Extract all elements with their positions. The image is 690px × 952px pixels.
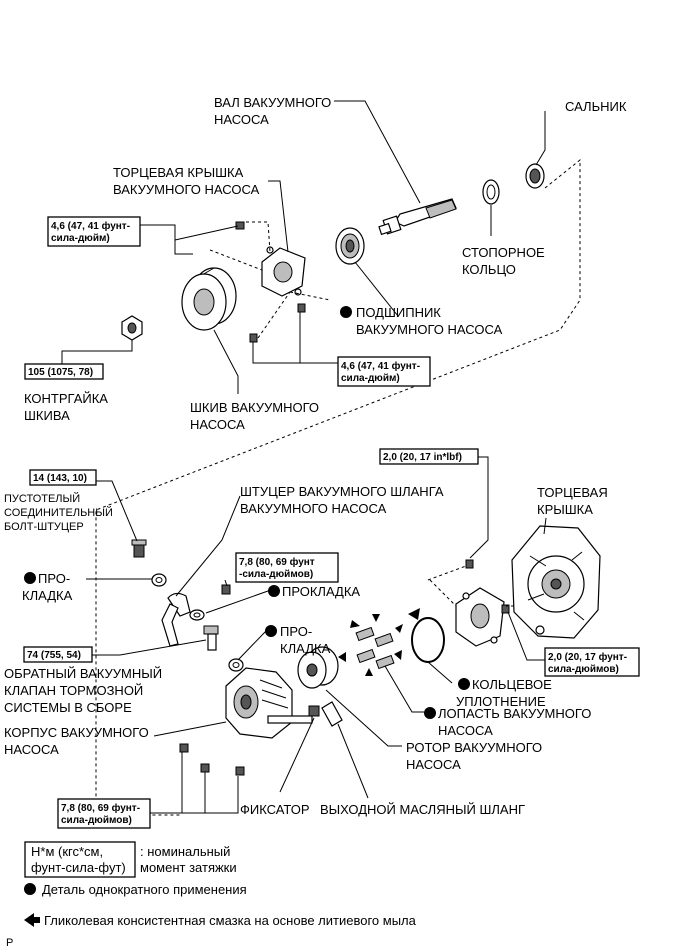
single-use-dot-icon [24,883,36,895]
svg-text:4,6 (47, 41 фунт-сила-дюйм): 4,6 (47, 41 фунт-сила-дюйм) [341,360,420,384]
svg-text:2,0 (20, 17 фунт-сила-дюймов): 2,0 (20, 17 фунт-сила-дюймов) [548,651,627,675]
pulley-nut [121,315,143,341]
svg-text:Гликолевая консистентная смазк: Гликолевая консистентная смазка на основ… [44,913,417,928]
single-use-dot-icon [24,572,36,584]
end-cover-plate [455,587,505,647]
hollow-union-bolt [131,539,147,558]
svg-text:2,0 (20, 17 in*lbf): 2,0 (20, 17 in*lbf) [383,452,462,463]
gasket-3 [228,658,244,672]
svg-text:Деталь однократного применения: Деталь однократного применения [42,882,247,897]
svg-text:4,6 (47, 41 фунт-сила-дюйм): 4,6 (47, 41 фунт-сила-дюйм) [51,220,130,244]
oil-seal [525,163,545,189]
gasket-2 [189,609,205,621]
pump-end-cover-top [261,246,306,297]
svg-text:7,8 (80, 69 фунт-сила-дюймов): 7,8 (80, 69 фунт-сила-дюймов) [239,556,315,580]
svg-text:Н*м (кгс*см,фунт-сила-фут): Н*м (кгс*см,фунт-сила-фут) [31,844,126,875]
bolt-icon [465,559,510,614]
torque-box-t3: 105 (1075, 78) [24,363,104,380]
corner-mark: P [6,937,13,949]
vacuum-pump-bearing [335,227,365,265]
svg-text:105 (1075, 78): 105 (1075, 78) [28,367,93,378]
vacuum-hose-union [161,592,191,647]
snap-ring [482,179,500,205]
o-ring [411,617,445,663]
label-gasket-2: ПРОКЛАДКА [282,584,360,599]
label-oil-seal: САЛЬНИК [565,99,627,114]
torque-box-t4: 14 (143, 10) [29,469,97,486]
single-use-dot-icon [458,678,470,690]
vacuum-pump-pulley [181,267,237,331]
grease-arrow-icon [338,608,420,676]
bolt-icon [179,743,245,776]
gasket-1 [151,573,167,587]
retainer [308,705,320,717]
legend-torque-units: Н*м (кгс*см,фунт-сила-фут) : номинальный… [24,841,237,878]
torque-box-t7: 2,0 (20, 17 in*lbf) [379,448,479,465]
svg-text:14 (143, 10): 14 (143, 10) [33,473,87,484]
single-use-dot-icon [424,707,436,719]
single-use-dot-icon [340,306,352,318]
vacuum-pump-rotor [297,646,339,689]
torque-box-t5: 7,8 (80, 69 фунт-сила-дюймов) [235,552,339,583]
label-retainer: ФИКСАТОР [240,802,310,817]
legend-grease: Гликолевая консистентная смазка на основ… [24,913,417,928]
torque-box-t8: 2,0 (20, 17 фунт-сила-дюймов) [544,647,640,677]
label-gasket-3: ПРО-КЛАДКА [280,624,331,656]
single-use-dot-icon [265,625,277,637]
torque-box-t1: 4,6 (47, 41 фунт-сила-дюйм) [47,216,141,247]
single-use-dot-icon [268,585,280,597]
check-valve [203,625,219,651]
label-oil-hose: ВЫХОДНОЙ МАСЛЯНЫЙ ШЛАНГ [320,802,525,817]
vacuum-pump-housing [225,667,313,739]
svg-text:74 (755, 54): 74 (755, 54) [27,650,81,661]
torque-box-t9: 7,8 (80, 69 фунт-сила-дюймов) [57,798,151,829]
torque-box-t6: 74 (755, 54) [23,646,93,663]
svg-text:7,8 (80, 69 фунт-сила-дюймов): 7,8 (80, 69 фунт-сила-дюймов) [61,802,140,826]
bolt-icon [235,221,306,343]
grease-arrow-icon [24,913,40,927]
legend-single-use: Деталь однократного применения [24,882,247,897]
end-cover-housing [511,525,601,639]
oil-outlet-hose [321,701,343,727]
bolt-small-icon [221,584,231,595]
label-gasket-1: ПРО-КЛАДКА [22,571,73,603]
torque-box-t2: 4,6 (47, 41 фунт-сила-дюйм) [337,356,431,387]
vacuum-pump-shaft [378,198,457,236]
vacuum-pump-blades [355,626,395,670]
